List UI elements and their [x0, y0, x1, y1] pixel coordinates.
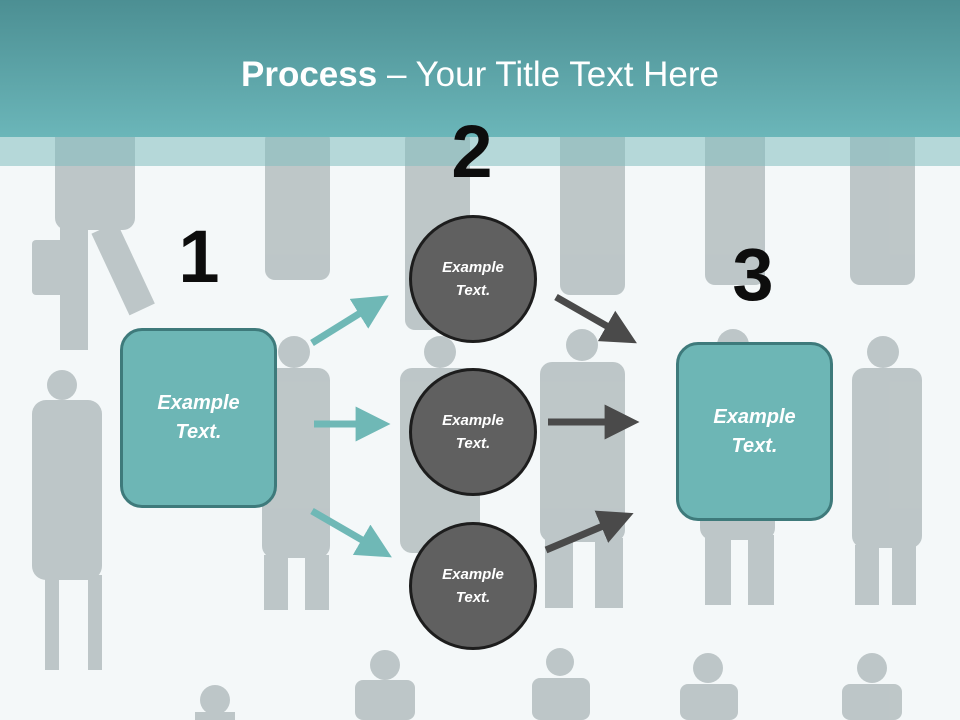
title-rest-text: – Your Title Text Here	[377, 55, 719, 94]
left-box-text: Example Text.	[157, 392, 240, 443]
right-box-text: Example Text.	[713, 405, 796, 457]
arrow-right-bottom	[544, 510, 634, 554]
circle-bottom-text: Example Text.	[442, 566, 504, 606]
title-bar-band	[0, 137, 960, 166]
arrow-left-bottom	[310, 507, 392, 558]
right-box[interactable]: Example Text.	[676, 342, 833, 521]
title-bar	[0, 0, 960, 137]
circle-top[interactable]: Example Text.	[409, 215, 537, 343]
step-number-3: 3	[732, 233, 774, 316]
slide-title[interactable]: Process – Your Title Text Here	[0, 52, 960, 98]
left-box[interactable]: Example Text.	[120, 328, 277, 508]
circle-top-text: Example Text.	[442, 259, 504, 299]
circle-middle[interactable]: Example Text.	[409, 368, 537, 496]
step-number-2: 2	[451, 110, 493, 193]
arrow-left-top	[310, 295, 389, 346]
circle-middle-text: Example Text.	[442, 412, 504, 452]
circle-bottom[interactable]: Example Text.	[409, 522, 537, 650]
step-number-1: 1	[178, 215, 220, 298]
arrow-right-top	[554, 293, 637, 344]
title-bold-text: Process	[241, 55, 378, 94]
